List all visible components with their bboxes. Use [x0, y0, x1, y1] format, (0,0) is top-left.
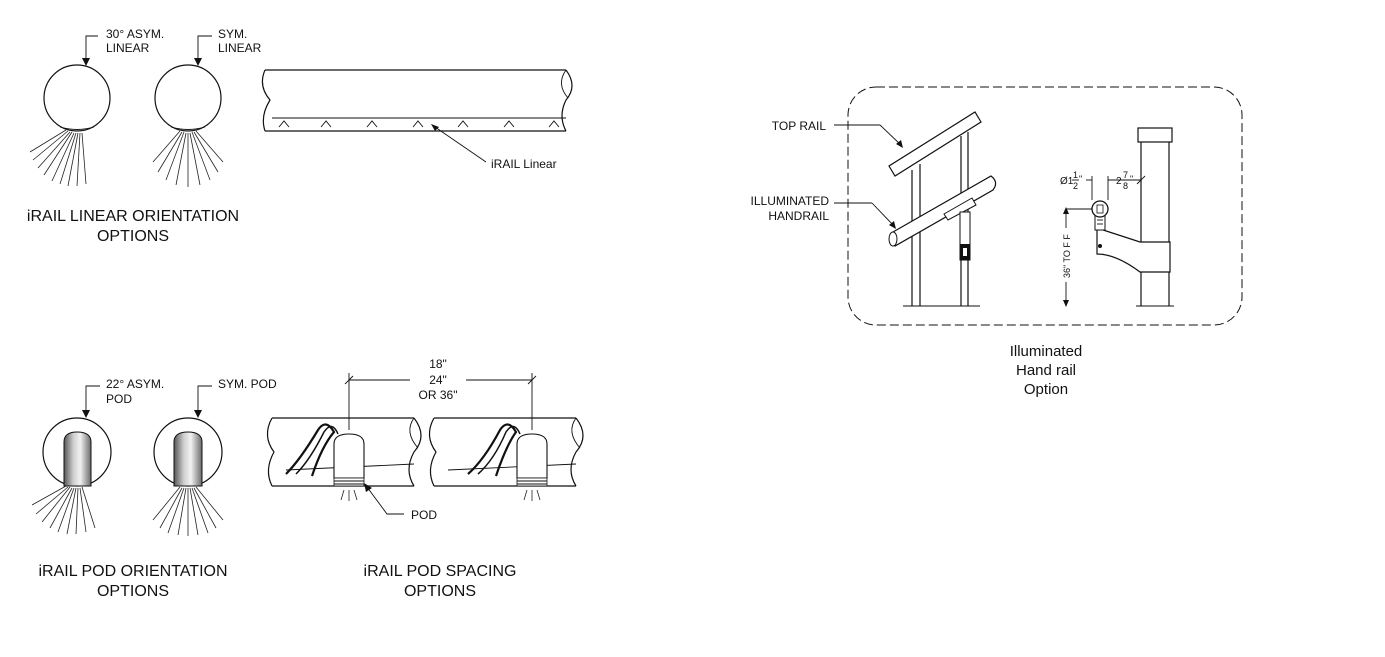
diameter-dim-den: 2 [1073, 181, 1078, 191]
pod-spacing-dim-1: 18" [429, 357, 447, 371]
linear-orientation-caption-2: OPTIONS [97, 228, 169, 245]
top-rail [888, 111, 982, 177]
pod-spacing-dim-3: OR 36" [419, 388, 458, 402]
handrail-detail: TOP RAIL ILLUMINATED HANDRAIL Ø1 1 2 [751, 86, 1243, 326]
pod-asym-detail: 22° ASYM. POD [31, 377, 164, 535]
pod-leader [366, 486, 404, 515]
offset-dim-num: 7 [1123, 170, 1128, 180]
linear-asym-leader [85, 35, 98, 60]
illuminated-label-2: HANDRAIL [768, 209, 829, 223]
diameter-dim-num: 1 [1073, 170, 1078, 180]
svg-text:": " [1079, 174, 1082, 184]
detail-boundary [847, 86, 1243, 326]
height-dim-label: 36" TO F F [1062, 234, 1072, 278]
handrail-caption-3: Option [1024, 381, 1068, 398]
linear-asym-light-rays [29, 129, 87, 187]
pod-spacing-rail-right [428, 417, 584, 501]
pod-sym-fixture [173, 431, 203, 487]
linear-asym-detail: 30° ASYM. LINEAR [29, 27, 164, 187]
offset-dim-prefix: 2 [1116, 176, 1122, 187]
pod-spacing-elevation: 18" 24" OR 36" [266, 357, 584, 522]
linear-rail-elevation: iRAIL Linear [261, 69, 573, 171]
handrail-section: Ø1 1 2 " 2 7 8 " 36" TO F F [1060, 127, 1174, 307]
linear-sym-label-2: LINEAR [218, 41, 262, 55]
pod-asym-leader [85, 385, 100, 412]
pod-spacing-dim-2: 24" [429, 373, 447, 387]
handrail-caption-1: Illuminated [1010, 343, 1083, 360]
linear-asym-label-2: LINEAR [106, 41, 150, 55]
pod-sym-detail: SYM. POD [152, 377, 277, 536]
svg-text:": " [1130, 174, 1133, 184]
linear-asym-label-1: 30° ASYM. [106, 27, 164, 41]
pod-fixture-right [516, 433, 548, 479]
pod-asym-light-rays [31, 485, 96, 535]
post-cap [1137, 127, 1173, 143]
pod-orientation-caption-1: iRAIL POD ORIENTATION [38, 563, 227, 580]
pod-asym-fixture [63, 431, 92, 487]
pod-sym-light-rays [152, 486, 224, 536]
top-rail-label: TOP RAIL [772, 119, 827, 133]
linear-sym-label-1: SYM. [218, 27, 247, 41]
linear-rail-fixtures [278, 120, 560, 128]
handrail-caption-2: Hand rail [1016, 362, 1076, 379]
pod-label: POD [411, 508, 437, 522]
pod-sym-leader [197, 385, 212, 412]
offset-dim-den: 8 [1123, 181, 1128, 191]
pod-asym-label-1: 22° ASYM. [106, 377, 164, 391]
diameter-dim-prefix: Ø1 [1060, 176, 1074, 187]
illuminated-handrail [888, 175, 997, 261]
pod-spacing-rail-left [266, 417, 422, 501]
handrail-bracket [1096, 227, 1171, 273]
pod-orientation-caption-2: OPTIONS [97, 583, 169, 600]
pod-asym-label-2: POD [106, 392, 132, 406]
pod-sym-label: SYM. POD [218, 377, 277, 391]
linear-orientation-caption-1: iRAIL LINEAR ORIENTATION [27, 208, 239, 225]
linear-sym-rail-section [154, 64, 222, 132]
linear-rail-label: iRAIL Linear [491, 157, 557, 171]
illuminated-label-1: ILLUMINATED [751, 194, 830, 208]
pod-spacing-caption-2: OPTIONS [404, 583, 476, 600]
linear-asym-rail-section [43, 64, 111, 132]
pod-fixture-left [333, 433, 365, 479]
linear-rail-leader [434, 126, 487, 163]
linear-sym-light-rays [152, 130, 224, 187]
linear-sym-detail: SYM. LINEAR [152, 27, 262, 187]
linear-sym-leader [197, 35, 212, 60]
pod-spacing-caption-1: iRAIL POD SPACING [364, 563, 517, 580]
